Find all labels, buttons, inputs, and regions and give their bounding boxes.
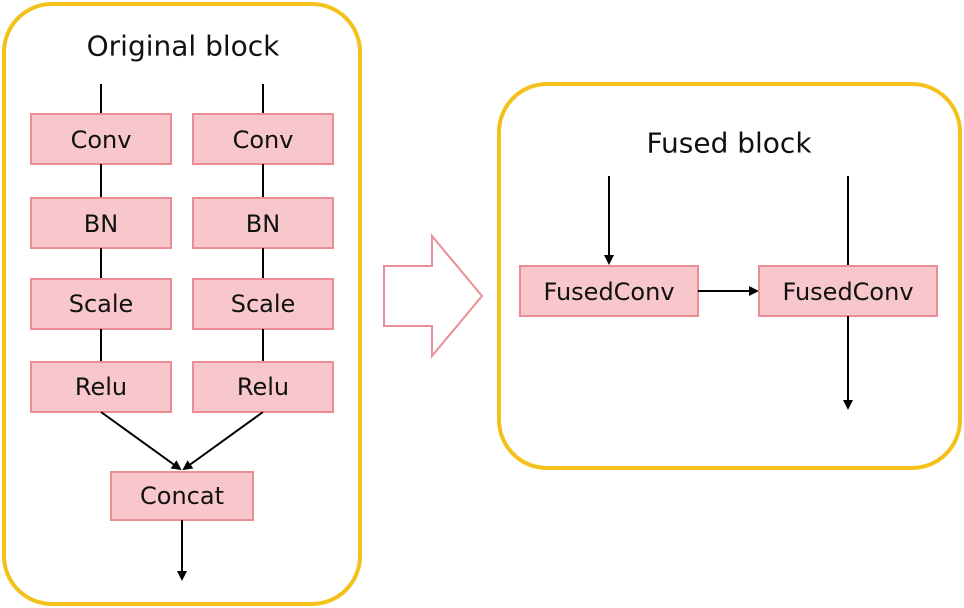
node-left-scale: Scale [30, 278, 172, 330]
node-right-scale-label: Scale [231, 290, 296, 318]
right-arrow-icon [383, 233, 484, 359]
fused-block-frame [497, 82, 962, 470]
node-left-conv-box [30, 113, 172, 165]
node-right-relu: Relu [192, 361, 334, 413]
original-block-panel: Original block Conv BN Scale Relu Conv [2, 2, 362, 606]
node-fused-conv-1: FusedConv [519, 265, 699, 317]
edge-left-relu-concat [100, 411, 182, 471]
node-right-conv: Conv [192, 113, 334, 165]
node-right-relu-box [192, 361, 334, 413]
node-fused-conv-2-box [758, 265, 938, 317]
original-block-title: Original block [87, 30, 281, 63]
node-left-scale-box [30, 278, 172, 330]
node-left-relu: Relu [30, 361, 172, 413]
node-right-conv-box [192, 113, 334, 165]
node-fused-conv-2-label: FusedConv [782, 278, 913, 306]
node-fused-conv-2: FusedConv [758, 265, 938, 317]
node-right-bn: BN [192, 197, 334, 249]
node-left-scale-label: Scale [69, 290, 134, 318]
fused-block-panel: Fused block FusedConv FusedConv [497, 82, 962, 470]
node-right-relu-label: Relu [237, 373, 289, 401]
node-concat: Concat [110, 471, 254, 521]
node-right-conv-label: Conv [233, 126, 294, 154]
node-left-relu-label: Relu [75, 373, 127, 401]
node-fused-conv-1-label: FusedConv [543, 278, 674, 306]
node-right-scale-box [192, 278, 334, 330]
node-concat-box [110, 471, 254, 521]
node-left-conv-label: Conv [71, 126, 132, 154]
node-left-bn: BN [30, 197, 172, 249]
node-right-scale: Scale [192, 278, 334, 330]
node-right-bn-label: BN [246, 210, 280, 238]
node-left-bn-label: BN [84, 210, 118, 238]
fused-block-title: Fused block [646, 127, 812, 160]
node-concat-label: Concat [140, 482, 224, 510]
node-fused-conv-1-box [519, 265, 699, 317]
edge-right-relu-concat [182, 411, 264, 471]
node-left-conv: Conv [30, 113, 172, 165]
